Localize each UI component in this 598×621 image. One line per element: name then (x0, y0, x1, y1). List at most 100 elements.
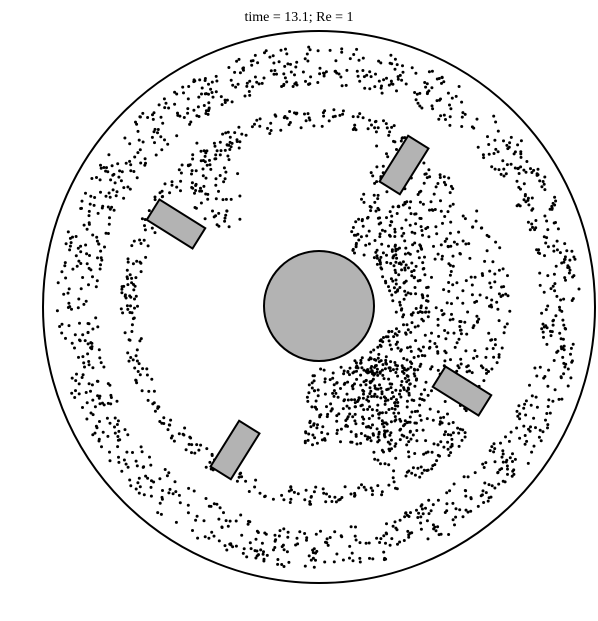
particle (553, 195, 557, 199)
particle (522, 198, 526, 202)
particle (262, 76, 266, 80)
particle (400, 78, 404, 82)
particle (549, 334, 553, 338)
particle (260, 81, 264, 85)
particle (142, 465, 146, 469)
particle (484, 368, 488, 372)
particle (333, 495, 337, 499)
particle (428, 407, 432, 411)
particle (432, 442, 436, 446)
particle (451, 254, 455, 258)
particle (434, 529, 438, 533)
particle (416, 279, 420, 283)
particle (273, 533, 277, 537)
particle (562, 344, 566, 348)
particle (490, 367, 494, 371)
particle (364, 541, 368, 545)
particle (335, 381, 339, 385)
particle (305, 52, 309, 56)
particle (449, 184, 453, 188)
particle (399, 348, 403, 352)
particle (419, 306, 423, 310)
particle (132, 288, 136, 292)
particle (540, 185, 544, 189)
particle (85, 252, 89, 256)
particle (573, 257, 577, 261)
particle (238, 194, 242, 198)
particle (128, 478, 132, 482)
particle (84, 391, 88, 394)
particle (451, 202, 455, 206)
particle (353, 534, 357, 538)
particle (204, 112, 208, 115)
particle (442, 175, 446, 179)
particle (394, 342, 398, 346)
particle (210, 91, 214, 94)
particle (512, 468, 516, 472)
particle (558, 251, 562, 255)
particle (223, 544, 227, 548)
particle (390, 249, 394, 253)
particle (370, 408, 374, 412)
particle (75, 372, 78, 376)
particle (208, 460, 212, 464)
particle (139, 242, 143, 245)
particle (396, 346, 400, 350)
particle (85, 401, 89, 405)
particle (186, 97, 190, 101)
particle (375, 536, 379, 540)
particle (399, 308, 403, 312)
particle (199, 186, 202, 190)
particle (398, 303, 402, 307)
particle (129, 304, 132, 308)
particle (359, 235, 363, 239)
particle (229, 197, 233, 201)
particle (319, 529, 322, 533)
particle (341, 558, 345, 562)
particle (156, 128, 160, 131)
particle (73, 333, 77, 337)
particle (422, 267, 426, 270)
particle (248, 79, 252, 83)
particle (180, 163, 184, 167)
particle (458, 508, 462, 512)
particle (522, 424, 526, 428)
particle (443, 359, 447, 363)
particle (414, 421, 418, 425)
particle (461, 214, 465, 218)
particle (108, 459, 112, 463)
particle (207, 107, 211, 111)
particle (414, 264, 418, 268)
particle (552, 249, 556, 253)
particle (446, 440, 450, 444)
particle (157, 405, 161, 409)
particle (517, 172, 521, 175)
particle (420, 503, 424, 507)
particle (368, 386, 372, 390)
particle (519, 139, 523, 143)
particle (303, 532, 307, 535)
particle (131, 358, 135, 362)
particle (318, 413, 322, 417)
particle (490, 165, 494, 169)
particle (132, 239, 136, 243)
particle (143, 228, 147, 232)
particle (479, 226, 483, 230)
particle (81, 406, 84, 409)
particle (562, 297, 566, 301)
particle (385, 126, 389, 130)
particle (260, 541, 264, 545)
particle (506, 294, 510, 298)
particle (458, 427, 462, 431)
particle (138, 238, 142, 242)
particle (132, 170, 136, 173)
particle (424, 227, 428, 231)
particle (245, 81, 249, 85)
particle (394, 442, 398, 446)
particle (310, 386, 314, 390)
particle (548, 411, 552, 415)
particle (149, 494, 153, 498)
particle (380, 392, 384, 396)
particle (473, 471, 477, 475)
particle (294, 81, 298, 85)
